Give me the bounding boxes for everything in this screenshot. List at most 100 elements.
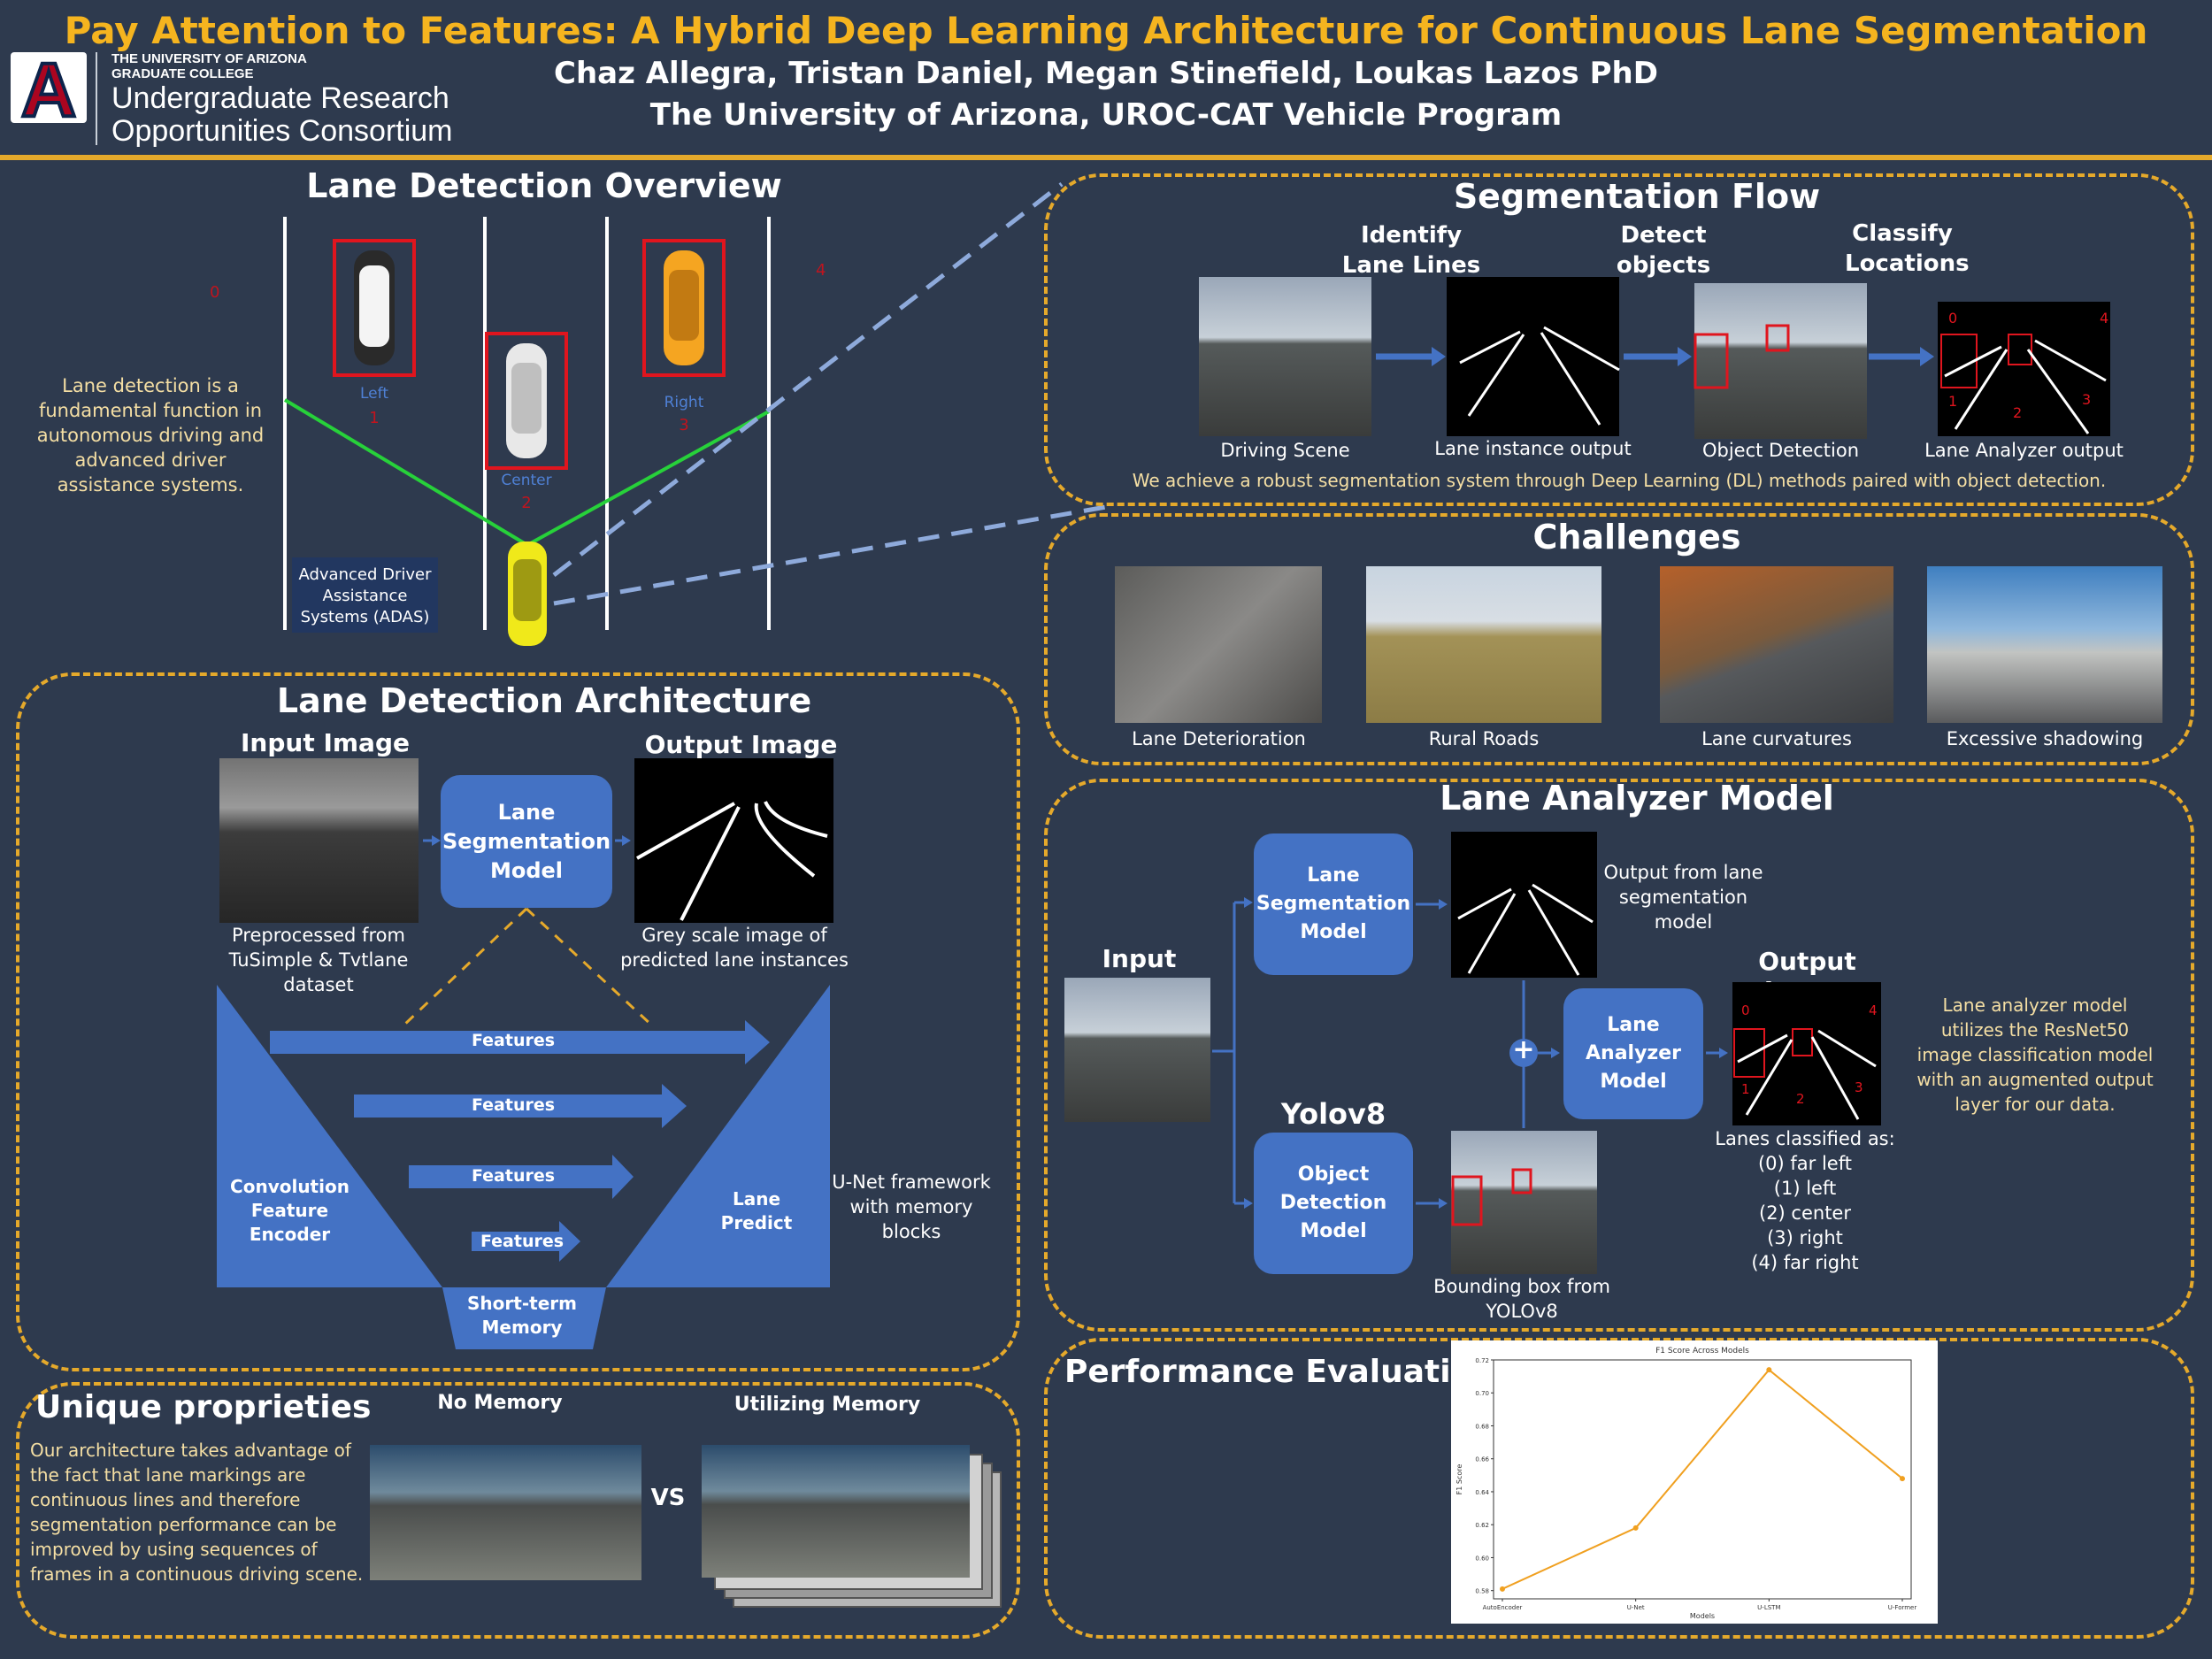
segflow-num-0: 0 [1948, 310, 1958, 326]
lane-class-heading: Lanes classified as: [1715, 1128, 1895, 1149]
logo-college-line: GRADUATE COLLEGE [111, 66, 254, 81]
chart-frame [1493, 1359, 1912, 1600]
segflow-step3: Classify Locations [1845, 220, 1970, 277]
segmentation-flow-panel [1044, 173, 2194, 506]
features-label-3: Features [471, 1166, 556, 1186]
challenge-curvature-image [1660, 566, 1893, 723]
analyzer-seg-model-box: Lane Segmentation Model [1254, 833, 1413, 975]
no-memory-label: No Memory [437, 1392, 563, 1414]
analyzer-description: Lane analyzer model utilizes the ResNet5… [1916, 995, 2154, 1115]
arch-input-image [219, 758, 419, 923]
lane-4-number: 4 [816, 261, 826, 280]
memory-shape [442, 1287, 606, 1349]
plus-icon: + [1512, 1034, 1535, 1065]
poster-affiliation: The University of Arizona, UROC-CAT Vehi… [649, 97, 1563, 133]
segflow-num-3: 3 [2082, 391, 2092, 408]
lane-0-number: 0 [210, 283, 220, 302]
segflow-step2: Detect objects [1616, 222, 1711, 279]
arch-output-caption: Grey scale image of predicted lane insta… [620, 925, 849, 971]
segflow-cap-lane: Lane instance output [1434, 438, 1632, 459]
y-tick-label: 0.60 [1475, 1555, 1489, 1562]
f1-data-point [1632, 1525, 1639, 1531]
header-rule [0, 155, 2212, 160]
decoder-shape [606, 985, 830, 1287]
features-arrow-3 [409, 1155, 634, 1199]
features-arrow-2 [354, 1084, 687, 1128]
no-memory-image [370, 1445, 641, 1580]
features-arrow-1 [270, 1020, 770, 1064]
arch-input-title: Input Image [241, 728, 410, 757]
f1-data-point [1900, 1476, 1905, 1482]
plus-circle [1509, 1039, 1538, 1067]
adas-label: Advanced Driver Assistance Systems (ADAS… [292, 557, 438, 633]
y-tick-label: 0.72 [1475, 1357, 1489, 1364]
overview-text: Lane detection is a fundamental function… [36, 375, 265, 495]
predict-label: Lane Predict [720, 1188, 793, 1233]
arch-input-caption: Preprocessed from TuSimple & Tvtlane dat… [228, 925, 409, 995]
y-tick-label: 0.66 [1475, 1456, 1489, 1463]
challenge-cap-1: Rural Roads [1428, 728, 1540, 749]
performance-panel [1044, 1338, 2194, 1639]
right-car-label: Right [664, 394, 704, 411]
detection-ray [283, 398, 529, 547]
object-detection-image [1694, 283, 1867, 439]
callout-dash [552, 182, 1064, 577]
car-right-box [642, 239, 726, 377]
f1-series-line [1502, 1368, 1903, 1590]
challenge-shadowing-image [1927, 566, 2162, 723]
memory-label: Short-term Memory [467, 1293, 577, 1338]
arch-output-title: Output Image [644, 730, 838, 759]
performance-title: Performance Evaluation [1064, 1354, 1495, 1390]
encoder-shape [217, 985, 442, 1287]
vs-label: VS [650, 1485, 686, 1511]
x-tick-label: U-Former [1888, 1604, 1917, 1611]
arizona-a-logo: A [11, 46, 87, 134]
f1-data-point [1766, 1367, 1772, 1373]
lane-class-item: (3) right [1767, 1227, 1843, 1248]
logo-divider [96, 52, 97, 145]
challenges-panel [1044, 513, 2194, 765]
poster-title: Pay Attention to Features: A Hybrid Deep… [64, 9, 2148, 52]
lane-class-item: (4) far right [1751, 1252, 1859, 1273]
utilizing-memory-label: Utilizing Memory [733, 1394, 921, 1416]
analyzer-num-3: 3 [1855, 1079, 1863, 1095]
x-tick-label: U-LSTM [1757, 1604, 1780, 1611]
features-arrow-4 [472, 1221, 580, 1262]
y-tick-label: 0.64 [1475, 1489, 1489, 1496]
lane-classes-list: Lanes classified as: (0) far left (1) le… [1712, 1126, 1898, 1275]
center-car-label: Center [501, 472, 552, 489]
analyzer-input-image [1064, 978, 1210, 1122]
overview-title: Lane Detection Overview [306, 166, 782, 205]
segflow-cap-object: Object Detection [1701, 440, 1860, 461]
arizona-a-mark: A [19, 46, 78, 134]
analyzer-num-4: 4 [1869, 1002, 1878, 1018]
challenge-rural-image [1366, 566, 1601, 723]
center-car-number: 2 [521, 494, 532, 512]
analyzer-bbox-caption: Bounding box from YOLOv8 [1433, 1276, 1610, 1322]
analyzer-title: Lane Analyzer Model [1440, 779, 1834, 818]
segflow-summary: We achieve a robust segmentation system … [1132, 470, 2107, 491]
encoder-label: Convolution Feature Encoder [230, 1176, 349, 1245]
left-car-number: 1 [369, 409, 380, 427]
analyzer-la-model-box: Lane Analyzer Model [1563, 988, 1703, 1119]
challenges-title: Challenges [1532, 518, 1741, 557]
chart-xlabel: Models [1690, 1612, 1715, 1620]
left-car-label: Left [360, 385, 388, 403]
segflow-cap-analyzer: Lane Analyzer output [1924, 440, 2124, 461]
university-logo: A THE UNIVERSITY OF ARIZONA GRADUATE COL… [7, 46, 485, 150]
y-tick-label: 0.62 [1475, 1522, 1489, 1529]
challenge-cap-3: Excessive shadowing [1946, 728, 2144, 749]
analyzer-num-1: 1 [1741, 1081, 1750, 1097]
segflow-num-2: 2 [2013, 404, 2023, 421]
unet-caption: U-Net framework with memory blocks [832, 1171, 991, 1242]
architecture-title: Lane Detection Architecture [276, 681, 812, 720]
analyzer-num-0: 0 [1741, 1002, 1750, 1018]
challenge-deterioration-image [1115, 566, 1322, 723]
car-center-box [485, 332, 568, 470]
callout-dash [553, 504, 1107, 606]
